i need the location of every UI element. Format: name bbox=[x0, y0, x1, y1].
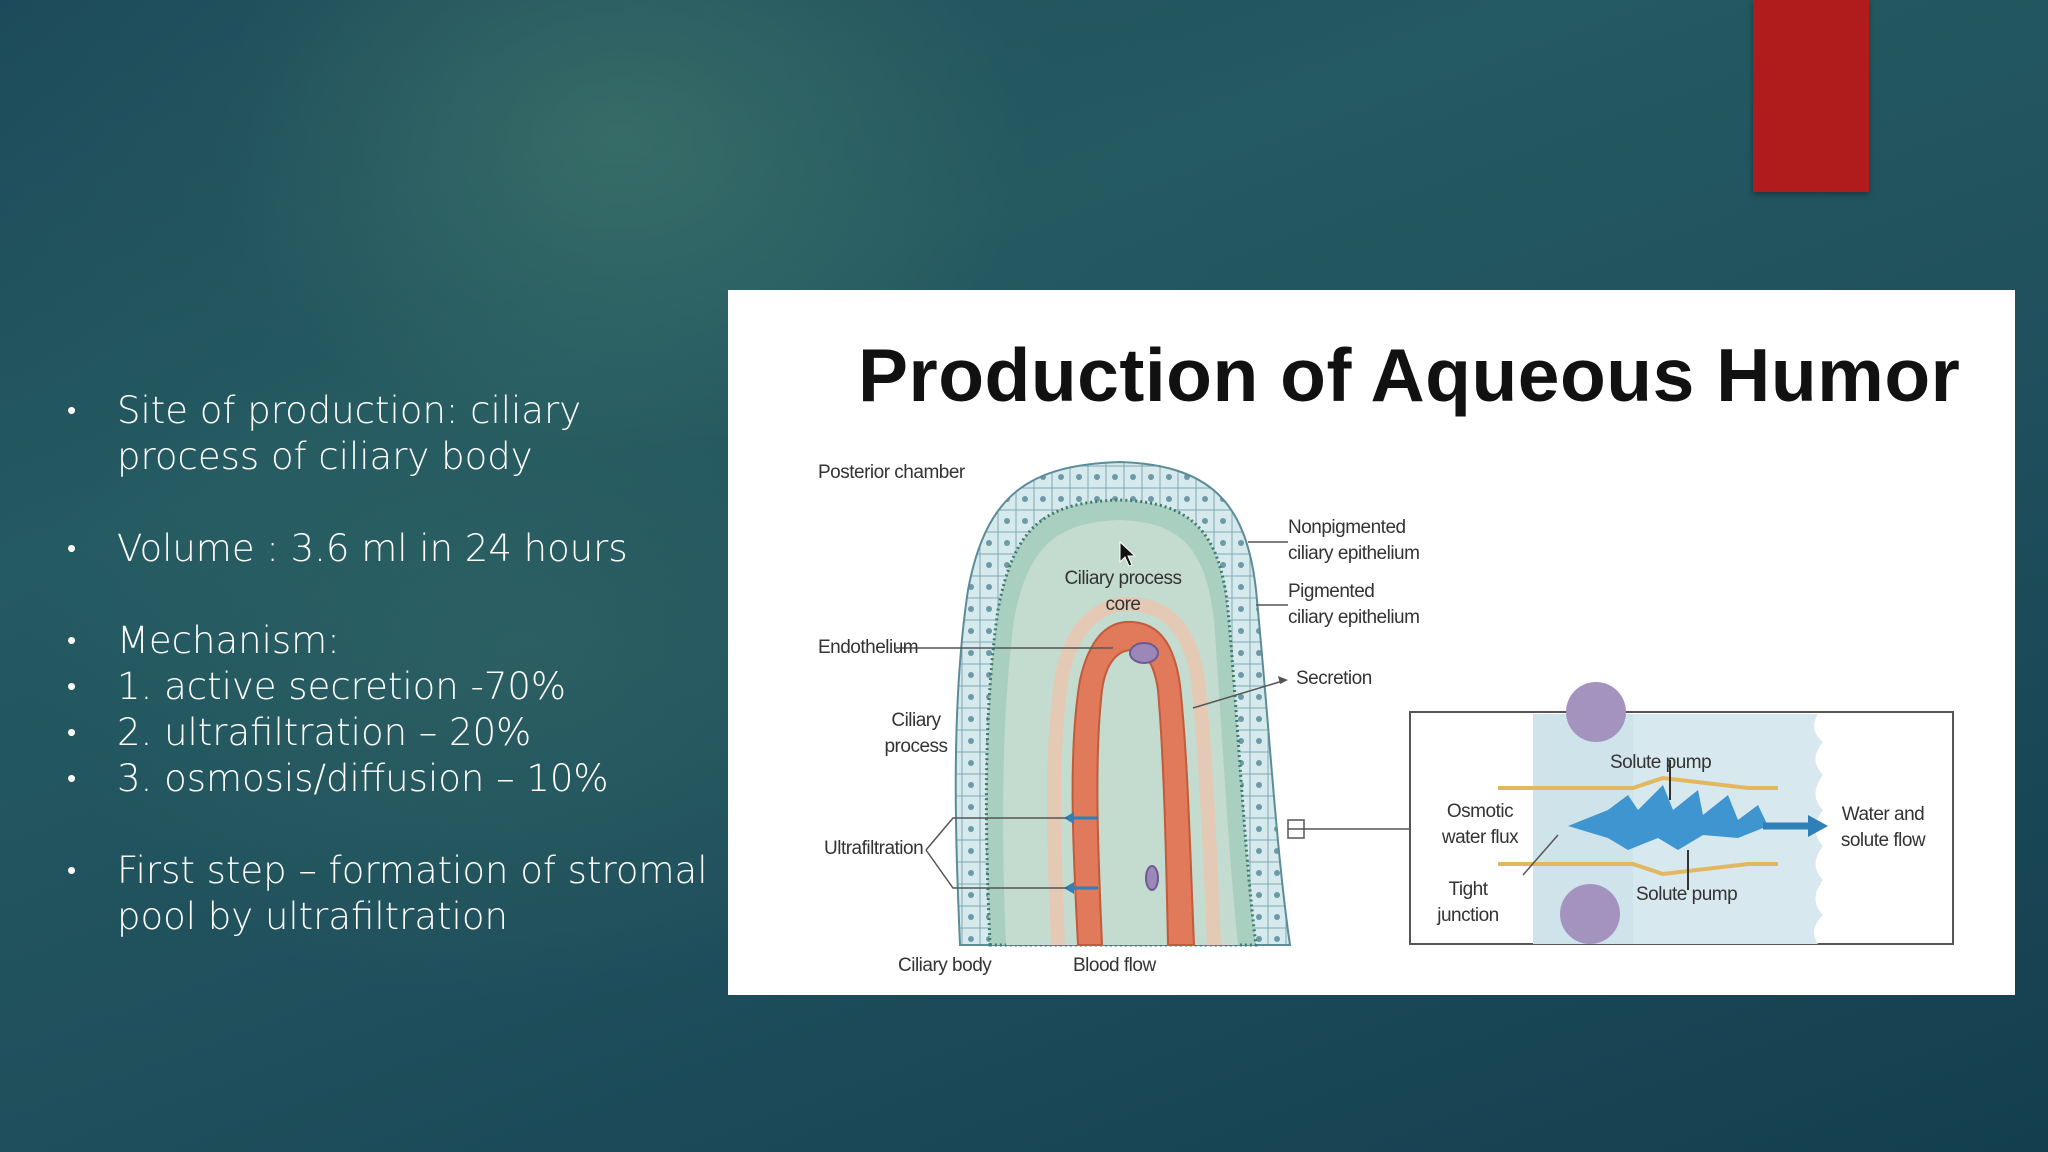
red-cell bbox=[1145, 865, 1159, 891]
label-tight-junction: Tight junction bbox=[1437, 879, 1499, 926]
bullet-mechanism: Mechanism: bbox=[62, 618, 722, 664]
aqueous-humor-figure: Production of Aqueous Humor Posterior ch… bbox=[728, 290, 2015, 995]
inset-nucleus-bottom bbox=[1560, 884, 1620, 944]
label-water-and-solute-flow: Water and solute flow bbox=[1840, 804, 1926, 851]
label-pigmented-epithelium: Pigmented ciliary epithelium bbox=[1288, 581, 1420, 628]
label-solute-pump-bottom: Solute pump bbox=[1636, 884, 1738, 905]
inset-flow bbox=[1568, 785, 1768, 850]
label-endothelium: Endothelium bbox=[818, 637, 919, 658]
vessel-highlight bbox=[1047, 596, 1221, 946]
label-ciliary-body: Ciliary body bbox=[898, 955, 992, 976]
inset-nucleus-top bbox=[1566, 682, 1626, 742]
bullet-list: Site of production: ciliary process of c… bbox=[62, 388, 722, 940]
figure-title: Production of Aqueous Humor bbox=[858, 333, 1961, 417]
leader-lines bbox=[896, 541, 1410, 889]
bullet-site-of-production: Site of production: ciliary process of c… bbox=[62, 388, 722, 480]
bullet-first-step: First step – formation of stromal pool b… bbox=[62, 848, 722, 940]
label-solute-pump-top: Solute pump bbox=[1610, 752, 1712, 773]
label-secretion: Secretion bbox=[1296, 668, 1372, 689]
label-posterior-chamber: Posterior chamber bbox=[818, 462, 965, 483]
label-osmotic-water-flux: Osmotic water flux bbox=[1441, 801, 1519, 848]
blood-vessel bbox=[1071, 620, 1196, 946]
label-blood-flow: Blood flow bbox=[1073, 955, 1156, 976]
label-ciliary-process: Ciliary process bbox=[884, 710, 948, 757]
bullet-ultrafiltration: 2. ultrafiltration – 20% bbox=[62, 710, 722, 756]
label-nonpigmented-epithelium: Nonpigmented ciliary epithelium bbox=[1288, 517, 1420, 564]
red-accent-tab bbox=[1753, 0, 1869, 192]
bullet-active-secretion: 1. active secretion -70% bbox=[62, 664, 722, 710]
mouse-cursor-icon bbox=[1119, 540, 1137, 567]
endothelial-cell bbox=[1129, 642, 1159, 664]
label-ultrafiltration: Ultrafiltration bbox=[824, 838, 924, 859]
label-ciliary-process-core: Ciliary process core bbox=[1064, 568, 1182, 615]
ciliary-process-illustration bbox=[896, 460, 1954, 947]
bullet-volume: Volume : 3.6 ml in 24 hours bbox=[62, 526, 722, 572]
bullet-osmosis-diffusion: 3. osmosis/diffusion – 10% bbox=[62, 756, 722, 802]
